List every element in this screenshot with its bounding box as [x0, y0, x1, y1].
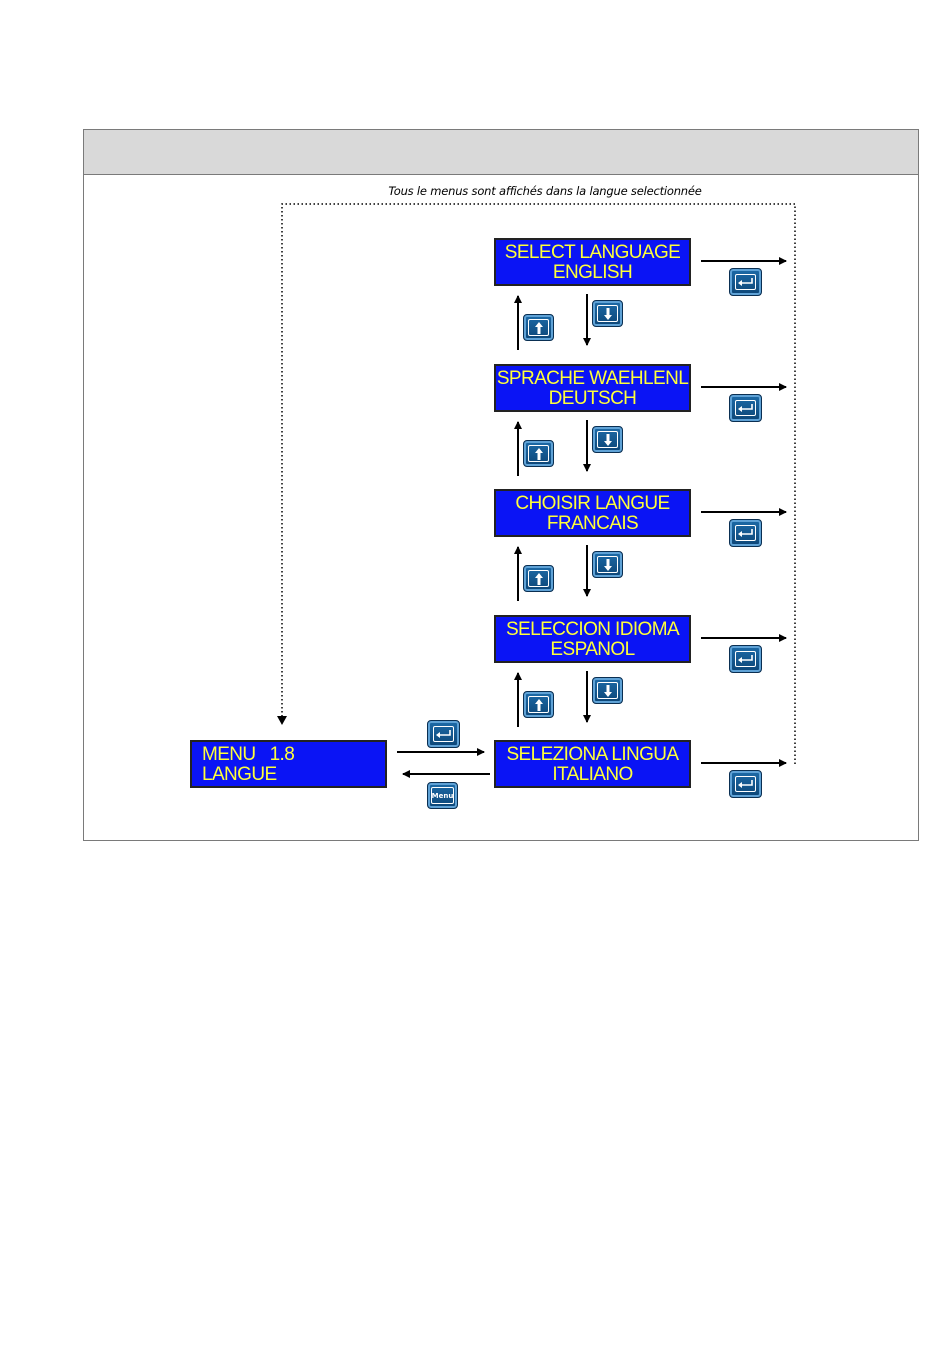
display-espanol: SELECCION IDIOMA ESPANOL [494, 615, 691, 663]
display-francais: CHOISIR LANGUE FRANCAIS [494, 489, 691, 537]
enter-icon [735, 776, 756, 792]
arrow-up-icon [528, 696, 549, 713]
up-key-deutsch[interactable] [523, 314, 554, 341]
display-italiano-line1: SELEZIONA LINGUA [496, 745, 689, 765]
down-key-espanol[interactable] [592, 677, 623, 704]
arrow-down-icon [597, 305, 618, 322]
display-english: SELECT LANGUAGE ENGLISH [494, 238, 691, 286]
display-deutsch: SPRACHE WAEHLENL DEUTSCH [494, 364, 691, 412]
enter-icon [735, 651, 756, 667]
dotted-loop-arrowhead [277, 716, 287, 725]
menu-key[interactable]: Menu [427, 782, 458, 809]
arrow-up-icon [528, 570, 549, 587]
display-espanol-line2: ESPANOL [496, 640, 689, 660]
down-key-francais[interactable] [592, 551, 623, 578]
up-key-espanol[interactable] [523, 565, 554, 592]
enter-icon [735, 400, 756, 416]
arrow-down-icon [597, 682, 618, 699]
display-italiano: SELEZIONA LINGUA ITALIANO [494, 740, 691, 788]
up-key-francais[interactable] [523, 440, 554, 467]
down-key-english[interactable] [592, 300, 623, 327]
enter-key-menu[interactable] [427, 720, 460, 748]
arrow-up-icon [528, 445, 549, 462]
up-key-italiano[interactable] [523, 691, 554, 718]
menu-key-face: Menu [431, 787, 454, 804]
display-francais-line2: FRANCAIS [496, 514, 689, 534]
display-english-line2: ENGLISH [496, 263, 689, 283]
enter-key-italiano[interactable] [729, 770, 762, 798]
display-deutsch-line1: SPRACHE WAEHLENL [496, 369, 689, 389]
arrow-down-icon [597, 431, 618, 448]
dotted-return-loop [282, 204, 795, 764]
display-espanol-line1: SELECCION IDIOMA [496, 620, 689, 640]
display-francais-line1: CHOISIR LANGUE [496, 494, 689, 514]
arrow-up-icon [528, 319, 549, 336]
enter-key-deutsch[interactable] [729, 394, 762, 422]
menu-display-line1: MENU 1.8 [192, 745, 385, 765]
arrow-down-icon [597, 556, 618, 573]
enter-icon [735, 274, 756, 290]
display-english-line1: SELECT LANGUAGE [496, 243, 689, 263]
display-deutsch-line2: DEUTSCH [496, 389, 689, 409]
enter-key-espanol[interactable] [729, 645, 762, 673]
enter-icon [433, 726, 454, 742]
menu-display: MENU 1.8 LANGUE [190, 740, 387, 788]
enter-key-english[interactable] [729, 268, 762, 296]
menu-display-line2: LANGUE [192, 765, 385, 785]
down-key-deutsch[interactable] [592, 426, 623, 453]
menu-key-label: Menu [432, 792, 454, 800]
display-italiano-line2: ITALIANO [496, 765, 689, 785]
enter-key-francais[interactable] [729, 519, 762, 547]
enter-icon [735, 525, 756, 541]
